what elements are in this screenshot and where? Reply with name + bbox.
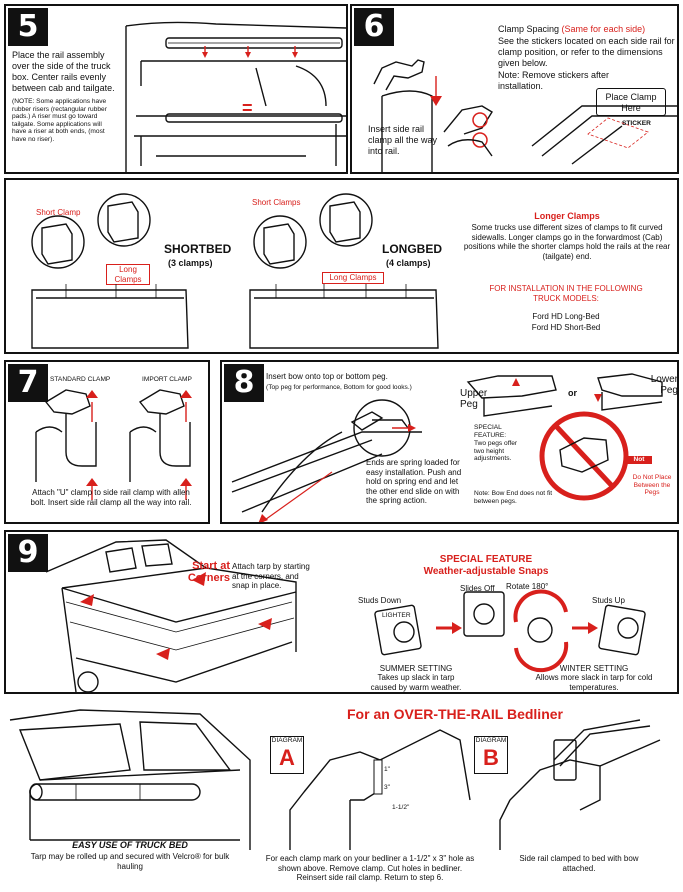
step-7-text: Attach "U" clamp to side rail clamp with…	[30, 488, 192, 507]
diagram-a-badge: DIAGRAM A	[270, 736, 304, 774]
dim-3-inch: 3"	[384, 784, 391, 791]
longer-clamps-title: Longer Clamps	[534, 211, 600, 221]
slides-off-label: Slides Off	[460, 584, 495, 593]
step-5-panel: 5 Place the rail assembly over the side …	[4, 4, 348, 174]
step-9-panel: 9 Start at Corners Attach tarp by starti…	[4, 530, 679, 694]
bottom-section: EASY USE OF TRUCK BED Tarp may be rolled…	[0, 700, 683, 892]
longbed-label: LONGBED	[382, 242, 442, 256]
diagram-b-text: Side rail clamped to bed with bow attach…	[519, 854, 639, 873]
clamp-spacing-title: Clamp Spacing	[498, 24, 560, 34]
diagram-b-label: DIAGRAM	[475, 737, 507, 744]
step-6-panel: 6 Clamp Spacing (Same for each side) See…	[350, 4, 679, 174]
side-rail-clamp-illustration	[373, 59, 677, 172]
u-clamp-illustration	[35, 389, 192, 500]
remove-stickers-note: Note: Remove stickers after installation…	[498, 70, 610, 91]
step-7-panel: 7 STANDARD CLAMP IMPORT CLAMP Attach "U"…	[4, 360, 210, 524]
step-number: 8	[224, 364, 264, 402]
diagram-a-letter: A	[279, 744, 295, 770]
equal-sign: =	[242, 98, 253, 118]
start-at-corners-label: Start at Corners	[187, 560, 230, 584]
step-number: 5	[8, 8, 48, 46]
attach-tarp-text: Attach tarp by starting at the corners, …	[232, 562, 310, 590]
step-5-text: Place the rail assembly over the side of…	[12, 50, 115, 93]
truck-side-rail-illustration	[125, 21, 346, 172]
clamp-truck-illustrations	[31, 193, 439, 349]
summer-setting-text: Takes up slack in tarp caused by warm we…	[370, 673, 462, 692]
snap-tab-label: LIGHTER	[382, 612, 411, 619]
upper-peg-label: Upper Peg	[460, 388, 488, 410]
dim-1-inch: 1"	[384, 766, 391, 773]
sticker-label: STICKER	[622, 120, 651, 127]
or-label: or	[568, 388, 577, 398]
place-clamp-here-label: Place Clamp Here	[605, 92, 657, 113]
place-clamp-here-callout: Place Clamp Here	[596, 88, 666, 116]
step-number: 7	[8, 364, 48, 402]
step-5-note: (NOTE: Some applications have rubber ris…	[12, 98, 107, 143]
snaps-special-feature-title: SPECIAL FEATURE	[439, 554, 533, 565]
shortbed-count: (3 clamps)	[168, 258, 213, 268]
step-8-subtitle: (Top peg for performance, Bottom for goo…	[266, 384, 412, 391]
truck-model-1: Ford HD Long-Bed	[532, 312, 600, 321]
lower-peg-label: Lower Peg	[650, 374, 678, 396]
special-feature-text: Two pegs offer two height adjustments.	[474, 440, 518, 463]
longbed-count: (4 clamps)	[386, 258, 431, 268]
snaps-title: Weather-adjustable Snaps	[423, 566, 549, 577]
longer-clamps-text: Some trucks use different sizes of clamp…	[463, 223, 671, 261]
easy-use-text: Tarp may be rolled up and secured with V…	[30, 852, 230, 871]
diagram-a-label: DIAGRAM	[271, 737, 303, 744]
not-label: Not	[626, 456, 652, 464]
special-feature-label: SPECIAL FEATURE:	[474, 424, 507, 439]
clamp-sizes-panel: Short Clamp Long Clamps SHORTBED (3 clam…	[4, 178, 679, 354]
step-8-title: Insert bow onto top or bottom peg.	[266, 372, 388, 381]
truck-model-2: Ford HD Short-Bed	[531, 323, 601, 332]
import-clamp-label: IMPORT CLAMP	[142, 376, 192, 383]
long-clamps-label-left: Long Clamps	[106, 264, 150, 285]
bedliner-title: For an OVER-THE-RAIL Bedliner	[347, 706, 563, 722]
tarp-attach-illustration	[45, 539, 646, 692]
spring-ends-text: Ends are spring loaded for easy installa…	[366, 458, 462, 505]
step-number: 6	[354, 8, 394, 46]
diagram-b-letter: B	[483, 744, 499, 770]
dim-1-half-inch: 1-1/2"	[392, 804, 410, 811]
studs-up-label: Studs Up	[592, 596, 625, 605]
bow-end-note: Note: Bow End does not fit between pegs.	[474, 490, 553, 505]
insert-clamp-text: Insert side rail clamp all the way into …	[368, 124, 438, 156]
rotate-label: Rotate 180°	[506, 582, 549, 591]
summer-setting-title: SUMMER SETTING	[379, 664, 453, 673]
short-clamp-label-left: Short Clamp	[36, 208, 81, 217]
diagram-a-text: For each clamp mark on your bedliner a 1…	[265, 854, 475, 882]
do-not-place-text: Do Not Place Between the Pegs	[632, 474, 672, 497]
long-clamps-label-right: Long Clamps	[322, 272, 384, 284]
clamp-spacing-instructions: See the stickers located on each side ra…	[498, 36, 675, 68]
clamp-spacing-heading: Clamp Spacing (Same for each side)	[498, 24, 677, 35]
shortbed-label: SHORTBED	[164, 242, 232, 256]
installation-title: FOR INSTALLATION IN THE FOLLOWING TRUCK …	[489, 284, 643, 303]
step-8-panel: 8 Insert bow onto top or bottom peg. (To…	[220, 360, 679, 524]
clamp-spacing-note: (Same for each side)	[561, 24, 646, 34]
easy-use-title: EASY USE OF TRUCK BED	[72, 840, 188, 850]
standard-clamp-label: STANDARD CLAMP	[50, 376, 111, 383]
studs-down-label: Studs Down	[358, 596, 402, 605]
diagram-b-badge: DIAGRAM B	[474, 736, 508, 774]
step-number: 9	[8, 534, 48, 572]
winter-setting-text: Allows more slack in tarp for cold tempe…	[535, 673, 653, 692]
short-clamps-label-right: Short Clamps	[252, 198, 301, 207]
winter-setting-title: WINTER SETTING	[559, 664, 629, 673]
rolled-tarp-illustration	[9, 709, 661, 850]
